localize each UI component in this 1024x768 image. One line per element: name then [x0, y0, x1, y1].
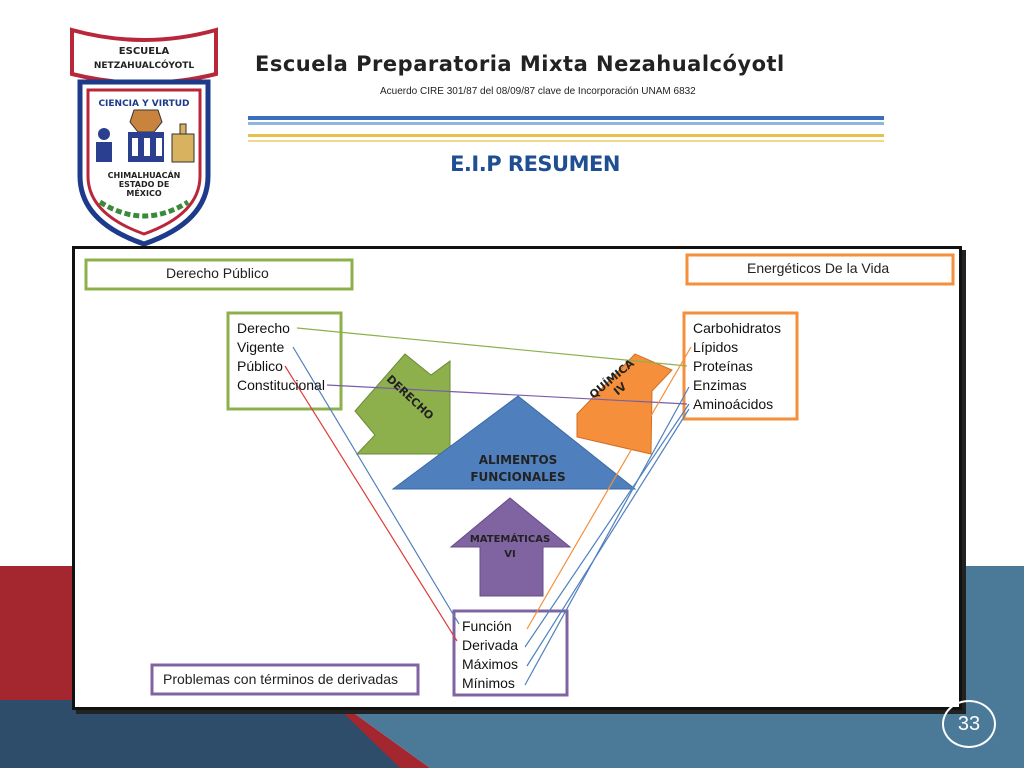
list-item: Vigente [237, 339, 285, 355]
center-label-line1: ALIMENTOS [478, 453, 558, 467]
list-item: Función [462, 618, 512, 634]
list-item: Proteínas [693, 358, 753, 374]
school-logo: ESCUELA NETZAHUALCÓYOTL CIENCIA Y VIRTUD… [70, 27, 218, 247]
header-rule-blue [248, 116, 884, 120]
left-category-box [84, 258, 354, 291]
left-terms-list: Derecho Vigente Público Constitucional [237, 319, 325, 395]
bottom-category-label: Problemas con términos de derivadas [163, 671, 399, 687]
coyote-icon [128, 109, 164, 162]
laurel-icon [98, 199, 190, 219]
figure-icon [96, 128, 112, 162]
center-label-line2: FUNCIONALES [470, 470, 566, 484]
logo-banner-line1: ESCUELA [119, 46, 170, 57]
connector-funcion-lipidos [526, 346, 692, 630]
connector-derecho-proteinas [296, 327, 688, 367]
page-number-badge: 33 [942, 700, 996, 748]
list-item: Público [237, 358, 283, 374]
bottom-category-box [150, 663, 420, 696]
slide-title: E.I.P RESUMEN [450, 152, 620, 176]
list-item: Mínimos [462, 675, 515, 691]
connector-vigente-funcion [292, 346, 460, 625]
header-rule-lightblue [248, 122, 884, 125]
connector-derivada-aminoacidos [524, 403, 690, 648]
matematicas-arrow-label: MATEMÁTICAS VI [460, 532, 560, 562]
list-item: Aminoácidos [693, 396, 774, 412]
logo-place-line3: MÉXICO [126, 187, 161, 198]
matematicas-label-line1: MATEMÁTICAS [469, 534, 551, 545]
list-item: Derecho [237, 320, 290, 336]
bottom-terms-list: Función Derivada Máximos Mínimos [462, 617, 518, 693]
logo-place-line2: ESTADO DE [119, 180, 170, 189]
connector-minimos-enzimas [524, 386, 690, 686]
connector-constitucional-aminoacidos [326, 384, 688, 405]
school-title: Escuela Preparatoria Mixta Nezahualcóyot… [255, 52, 785, 76]
list-item: Lípidos [693, 339, 739, 355]
list-item: Enzimas [693, 377, 747, 393]
right-category-label: Energéticos De la Vida [747, 260, 890, 276]
connector-publico-derivada [284, 365, 458, 642]
church-icon [171, 123, 195, 163]
left-terms-box [226, 311, 343, 411]
diagram-panel: Derecho Público Energéticos De la Vida P… [72, 246, 962, 710]
logo-place-line1: CHIMALHUACÁN [108, 169, 181, 180]
logo-banner-line2: NETZAHUALCÓYOTL [94, 59, 194, 71]
agreement-text: Acuerdo CIRE 301/87 del 08/09/87 clave d… [380, 86, 696, 97]
list-item: Máximos [462, 656, 519, 672]
right-terms-list: Carbohidratos Lípidos Proteínas Enzimas … [693, 319, 781, 414]
matematicas-label-line2: VI [504, 549, 516, 560]
center-triangle-label: ALIMENTOS FUNCIONALES [453, 452, 583, 486]
diagram-shapes [84, 253, 955, 697]
list-item: Constitucional [237, 377, 325, 393]
derecho-arrow [354, 353, 451, 455]
bottom-terms-box [452, 609, 569, 697]
header-rule-gold-2 [248, 140, 884, 142]
center-triangle [391, 395, 637, 490]
list-item: Derivada [462, 637, 519, 653]
list-item: Carbohidratos [693, 320, 781, 336]
quimica-arrow [576, 353, 673, 455]
navy-footer-shape [0, 700, 400, 768]
logo-motto: CIENCIA Y VIRTUD [98, 99, 189, 109]
left-category-label: Derecho Público [166, 265, 269, 281]
right-category-box [685, 253, 955, 286]
matematicas-arrow [449, 497, 572, 597]
connector-maximos-aminoacidos [526, 408, 690, 667]
header-rule-gold [248, 134, 884, 137]
